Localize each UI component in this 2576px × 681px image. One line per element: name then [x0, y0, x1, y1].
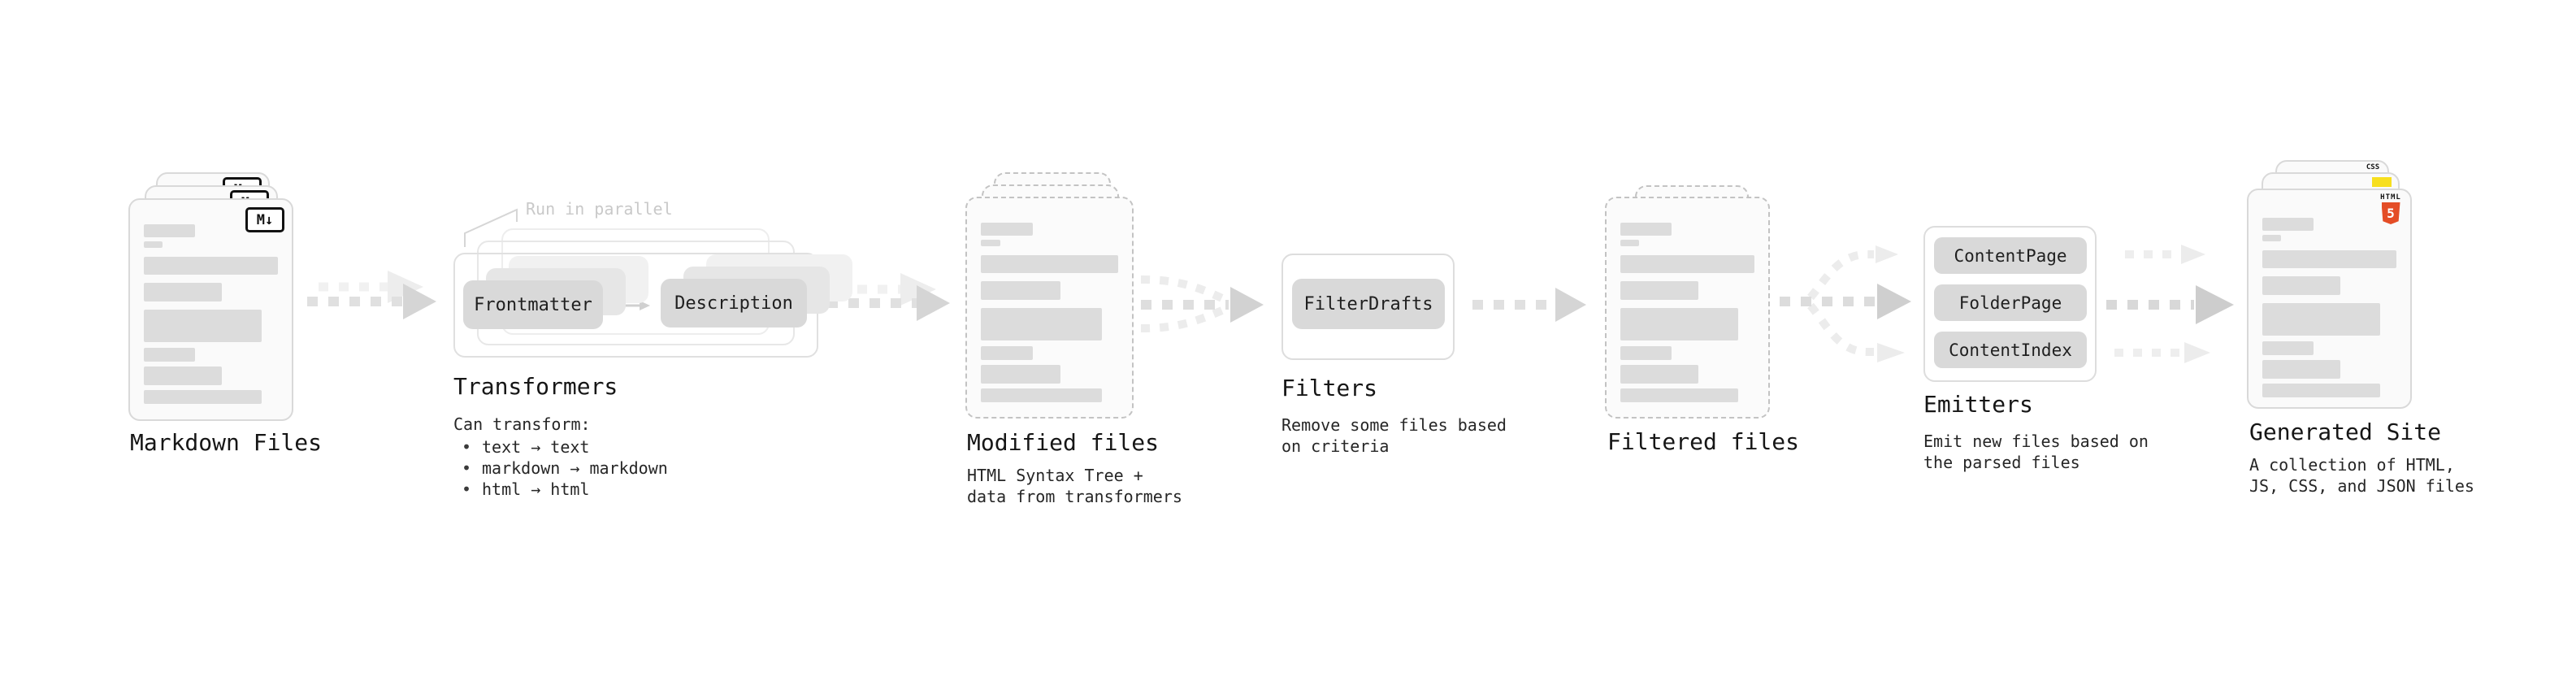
arrow-filters-to-filtered-icon	[1472, 288, 1586, 322]
html5-icon: HTML 5	[2380, 194, 2401, 224]
arrow-filtered-to-emitters-icon	[1780, 245, 1911, 362]
run-in-parallel-leader-line	[464, 208, 518, 247]
run-in-parallel-annotation: Run in parallel	[526, 199, 673, 219]
stage-label-filters: Filters	[1281, 375, 1378, 401]
filter-drafts-chip: FilterDrafts	[1292, 279, 1445, 329]
placeholder-bar	[2262, 218, 2314, 231]
placeholder-bar	[144, 257, 278, 275]
document-card-front: HTML 5	[2247, 189, 2412, 409]
placeholder-bar	[2262, 250, 2396, 268]
placeholder-bar	[981, 365, 1061, 384]
bullet-text: text → text	[482, 437, 590, 457]
document-content-bars	[981, 223, 1118, 402]
placeholder-bar	[1620, 365, 1698, 384]
document-content-bars	[1620, 223, 1754, 402]
placeholder-bar	[144, 310, 262, 342]
stage-label-markdown-files: Markdown Files	[130, 429, 323, 456]
placeholder-bar	[1620, 281, 1698, 300]
stage-label-filtered-files: Filtered files	[1607, 428, 1800, 455]
bullet-item: • html → html	[462, 479, 668, 500]
document-card-front	[965, 197, 1134, 419]
placeholder-bar	[1620, 223, 1672, 236]
placeholder-bar	[2262, 276, 2340, 295]
js-icon	[2372, 177, 2392, 187]
stage-label-modified-files: Modified files	[967, 429, 1160, 456]
placeholder-bar	[2262, 303, 2381, 336]
description-chip: Description	[661, 279, 807, 327]
placeholder-bar	[144, 367, 222, 385]
document-content-bars	[2262, 218, 2396, 397]
placeholder-bar	[981, 240, 1000, 246]
document-card-front: M↓	[128, 198, 293, 421]
placeholder-bar	[144, 390, 262, 404]
placeholder-bar	[981, 281, 1061, 300]
placeholder-bar	[144, 283, 222, 301]
emitters-description: Emit new files based on the parsed files	[1923, 432, 2149, 472]
transformers-bullet-list: • text → text • markdown → markdown • html …	[462, 436, 668, 500]
css-icon-label: CSS	[2366, 163, 2380, 171]
stage-label-generated-site: Generated Site	[2249, 419, 2442, 445]
generated-site-description: A collection of HTML, JS, CSS, and JSON …	[2249, 455, 2474, 496]
bullet-char: •	[462, 437, 472, 457]
placeholder-bar	[1620, 346, 1672, 360]
html5-icon-shield: 5	[2381, 202, 2400, 224]
bullet-text: html → html	[482, 479, 590, 499]
placeholder-bar	[2262, 360, 2340, 379]
placeholder-bar	[981, 308, 1102, 340]
placeholder-bar	[981, 223, 1034, 236]
markdown-icon: M↓	[245, 207, 284, 232]
bullet-text: markdown → markdown	[482, 458, 668, 478]
arrow-emitters-to-generated-icon	[2106, 245, 2234, 363]
bullet-item: • text → text	[462, 436, 668, 458]
placeholder-bar	[1620, 240, 1640, 246]
html5-icon-number: 5	[2387, 205, 2395, 221]
bullet-char: •	[462, 479, 472, 499]
placeholder-bar	[1620, 308, 1739, 340]
placeholder-bar	[1620, 388, 1739, 402]
html5-icon-label: HTML	[2380, 193, 2401, 202]
folder-page-chip: FolderPage	[1934, 284, 2087, 321]
placeholder-bar	[981, 388, 1102, 402]
bullet-char: •	[462, 458, 472, 478]
placeholder-bar	[981, 346, 1034, 360]
modified-files-description: HTML Syntax Tree + data from transformer…	[967, 466, 1182, 506]
placeholder-bar	[144, 224, 195, 237]
placeholder-bar	[144, 348, 195, 362]
placeholder-bar	[2262, 235, 2282, 241]
placeholder-bar	[2262, 341, 2314, 355]
filters-description: Remove some files based on criteria	[1281, 415, 1507, 456]
bullet-item: • markdown → markdown	[462, 458, 668, 479]
arrow-markdown-to-transformers-icon	[307, 271, 436, 319]
frontmatter-chip: Frontmatter	[463, 280, 603, 329]
content-index-chip: ContentIndex	[1934, 332, 2087, 368]
placeholder-bar	[2262, 384, 2381, 397]
stage-label-emitters: Emitters	[1923, 391, 2033, 418]
content-page-chip: ContentPage	[1934, 237, 2087, 274]
transformers-description: Can transform:	[453, 414, 591, 434]
arrow-transformers-to-modified-icon	[827, 273, 950, 321]
placeholder-bar	[981, 255, 1118, 273]
arrow-modified-to-filters-icon	[1140, 275, 1264, 332]
document-content-bars	[144, 224, 278, 404]
placeholder-bar	[144, 241, 163, 248]
document-card-front	[1605, 197, 1770, 419]
placeholder-bar	[1620, 255, 1754, 273]
stage-label-transformers: Transformers	[453, 373, 618, 400]
